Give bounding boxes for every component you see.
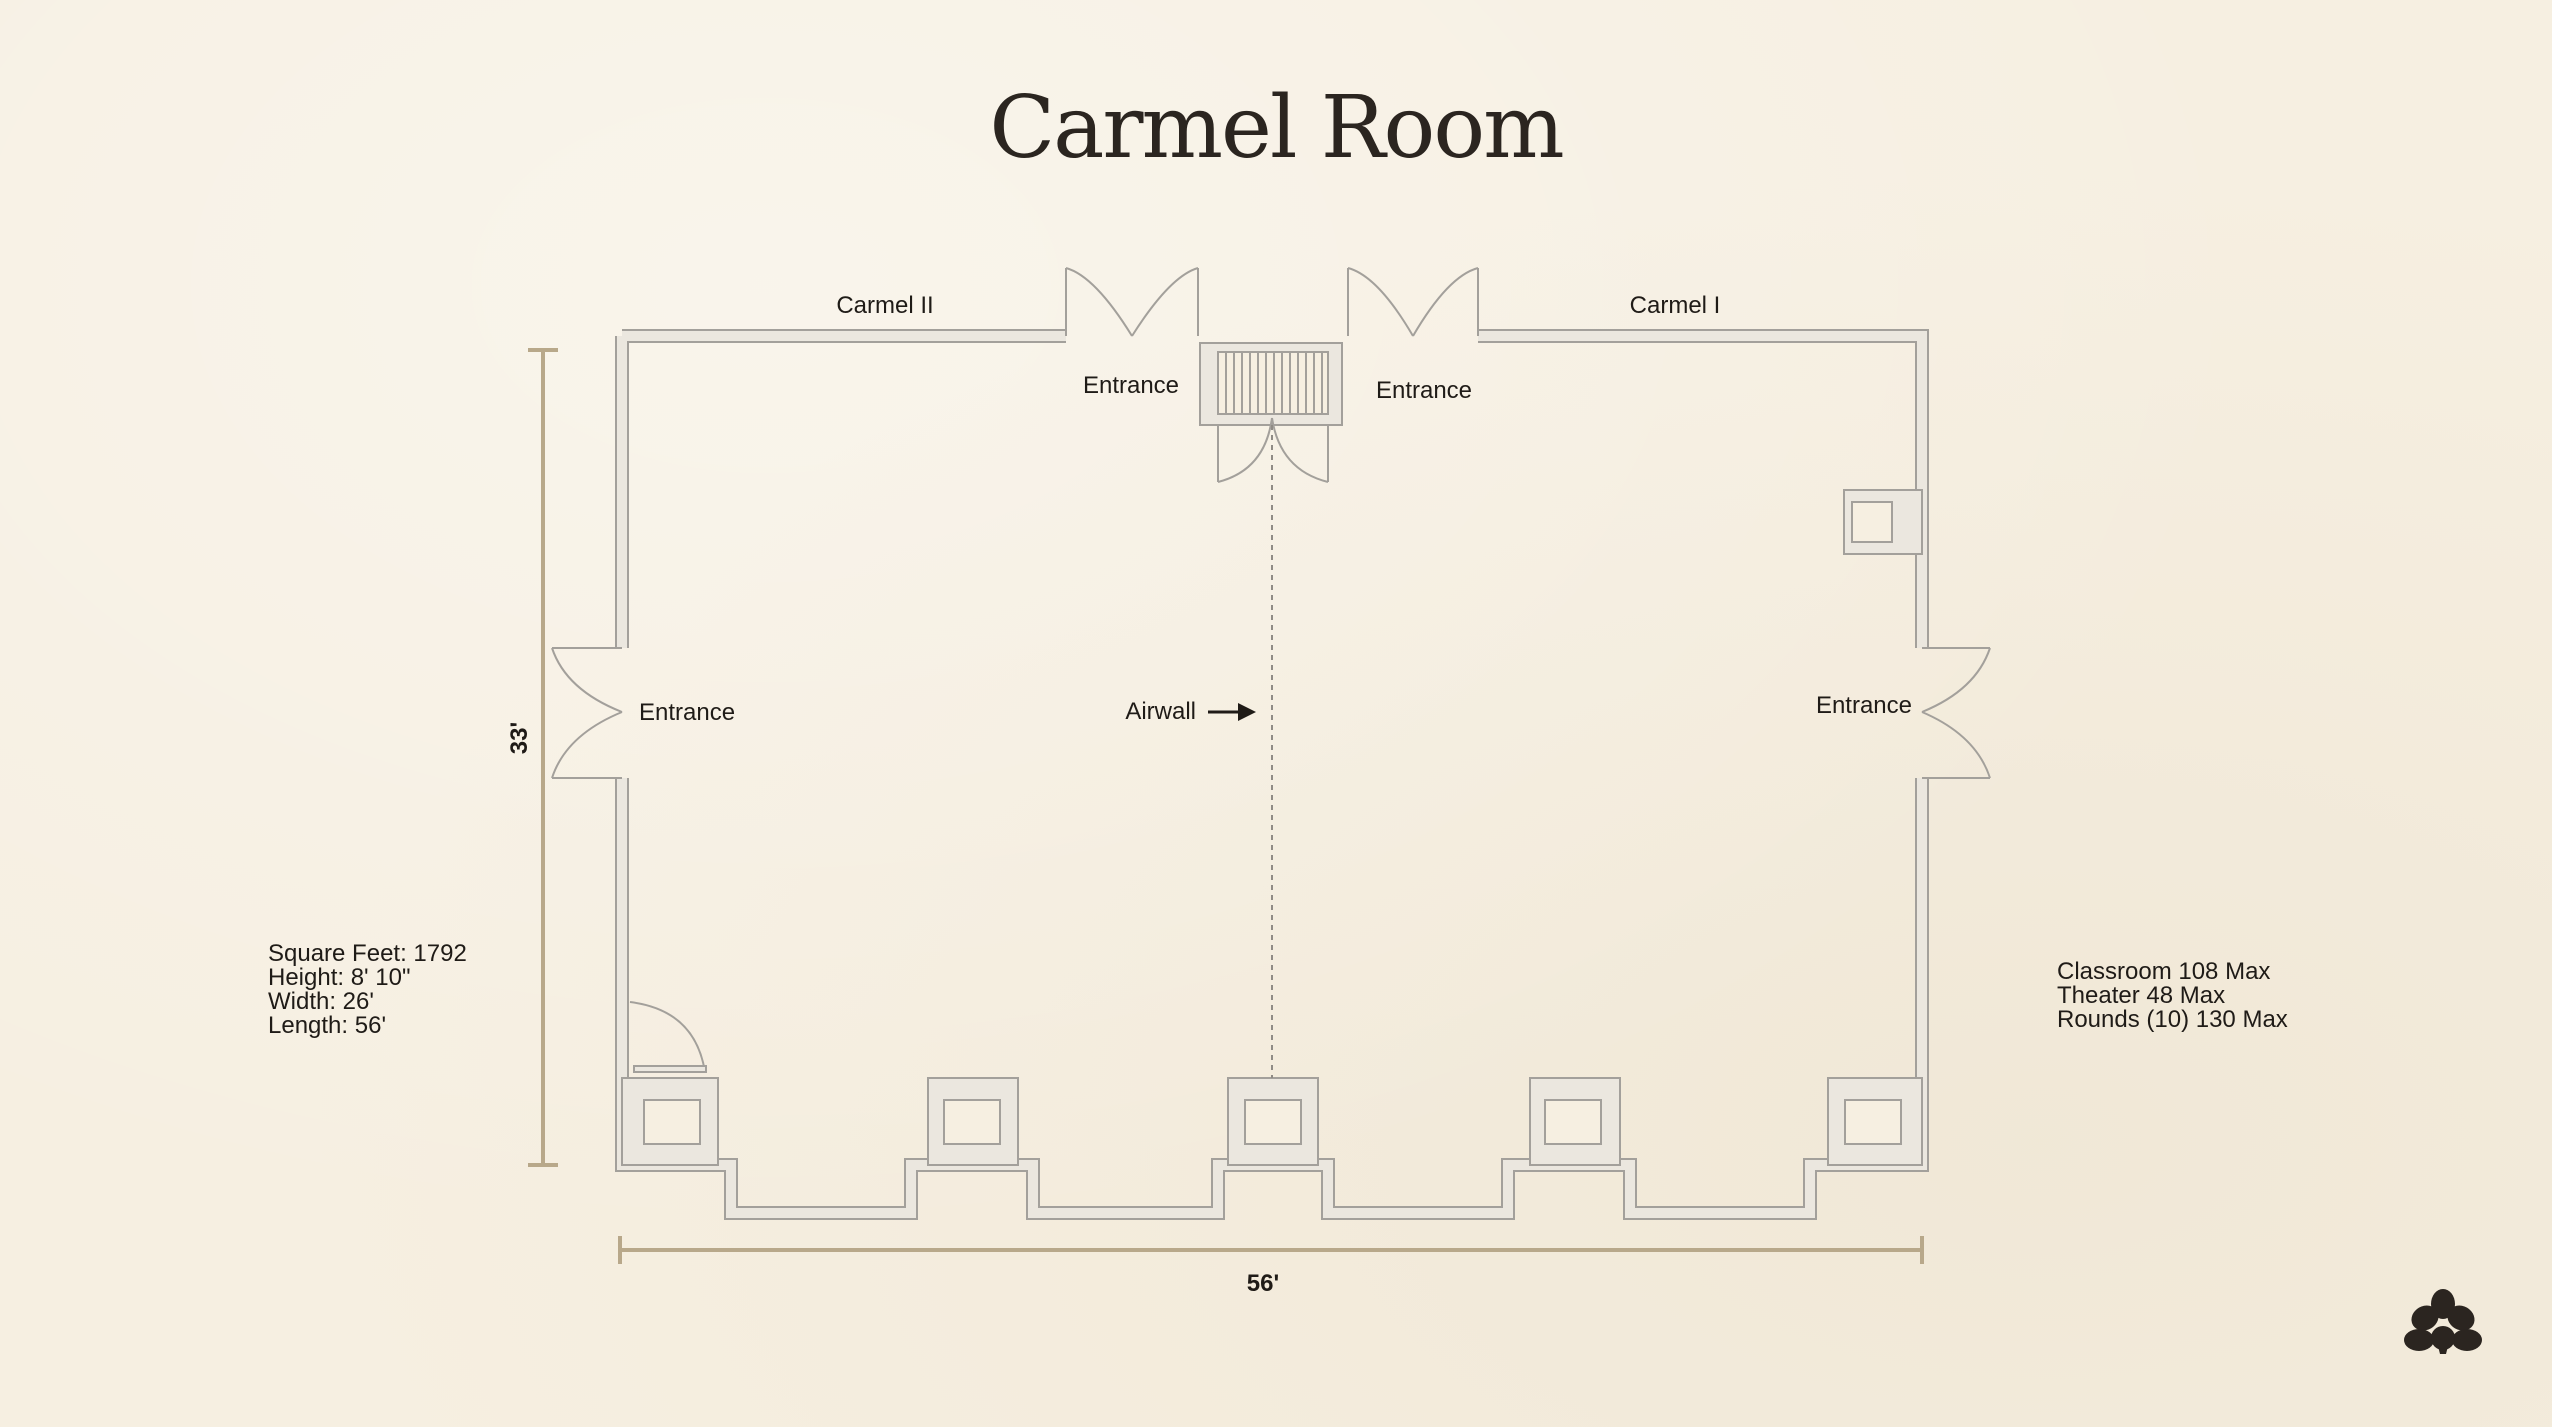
label-entrance-top-left: Entrance	[1083, 372, 1179, 399]
room-capacity: Classroom 108 Max Theater 48 Max Rounds …	[2057, 960, 2288, 1032]
room-walls	[615, 329, 1929, 1220]
page-title: Carmel Room	[989, 78, 1564, 178]
right-doors	[1921, 647, 1991, 779]
service-door	[629, 1001, 707, 1073]
width-dimension-line	[618, 1236, 1924, 1264]
lotus-logo-icon	[2404, 1289, 2482, 1354]
capacity-rounds: Rounds (10) 130 Max	[2057, 1006, 2288, 1033]
room-specs: Square Feet: 1792 Height: 8' 10" Width: …	[268, 942, 467, 1038]
spec-height: Height: 8' 10"	[268, 964, 411, 991]
vestibule	[1199, 342, 1343, 483]
label-carmel-i: Carmel I	[1630, 292, 1721, 319]
capacity-classroom: Classroom 108 Max	[2057, 958, 2271, 985]
label-airwall: Airwall	[1125, 698, 1196, 725]
capacity-theater: Theater 48 Max	[2057, 982, 2226, 1009]
width-dimension-label: 56'	[1247, 1270, 1279, 1297]
spec-width: Width: 26'	[268, 988, 374, 1015]
top-doors	[1065, 267, 1479, 337]
spec-square-feet: Square Feet: 1792	[268, 940, 467, 967]
arrow-right-icon	[1208, 703, 1256, 721]
spec-length: Length: 56'	[268, 1012, 387, 1039]
label-carmel-ii: Carmel II	[836, 292, 933, 319]
label-entrance-left: Entrance	[639, 699, 735, 726]
label-entrance-right: Entrance	[1816, 692, 1912, 719]
height-dimension-line	[528, 348, 558, 1167]
height-dimension-label: 33'	[506, 722, 533, 754]
label-entrance-top-right: Entrance	[1376, 377, 1472, 404]
left-doors	[551, 647, 623, 779]
pillar-squares	[643, 501, 1902, 1145]
